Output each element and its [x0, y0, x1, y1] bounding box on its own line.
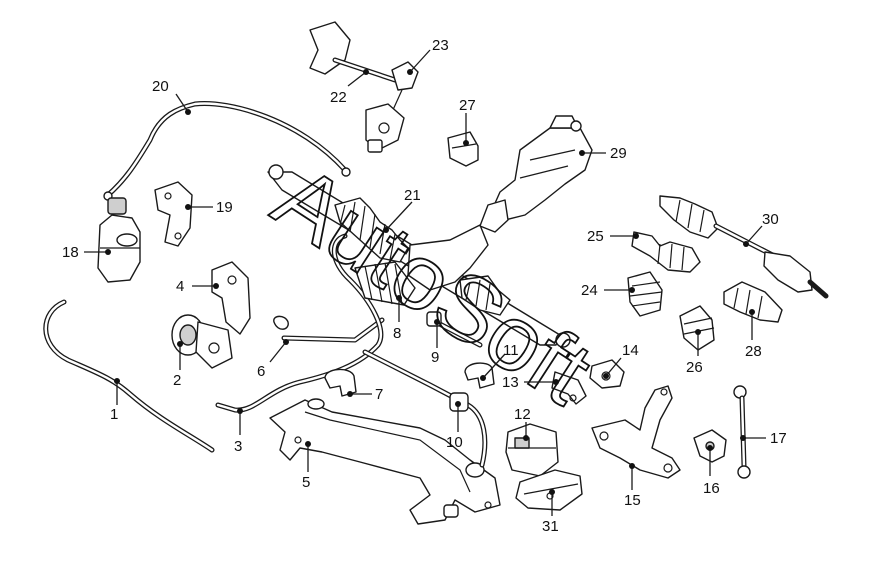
callout-4[interactable]: 4: [176, 278, 219, 295]
callout-8[interactable]: 8: [393, 295, 402, 342]
callout-label: 29: [610, 145, 627, 162]
callout-20[interactable]: 20: [152, 78, 191, 115]
callout-label: 16: [703, 480, 720, 497]
callout-label: 25: [587, 228, 604, 245]
callout-label: 3: [234, 438, 242, 455]
callout-label: 1: [110, 406, 118, 423]
callout-19[interactable]: 19: [185, 199, 233, 216]
steering-rack[interactable]: [267, 164, 571, 348]
anti-roll-bar[interactable]: [43, 299, 215, 453]
callout-3[interactable]: 3: [234, 408, 243, 455]
callout-18[interactable]: 18: [62, 244, 111, 261]
callout-label: 24: [581, 282, 598, 299]
callout-11[interactable]: 11: [480, 342, 519, 381]
front-subframe[interactable]: [269, 398, 501, 525]
callout-label: 28: [745, 343, 762, 360]
callout-24[interactable]: 24: [581, 282, 635, 299]
callout-label: 10: [446, 434, 463, 451]
callout-5[interactable]: 5: [302, 441, 311, 491]
callout-label: 23: [432, 37, 449, 54]
callout-label: 22: [330, 89, 347, 106]
callout-label: 18: [62, 244, 79, 261]
callout-27[interactable]: 27: [459, 97, 476, 146]
callout-17[interactable]: 17: [740, 430, 787, 447]
column-clamp[interactable]: [447, 131, 479, 167]
steering-column-shaft[interactable]: [309, 21, 419, 153]
subframe-mount[interactable]: [171, 314, 233, 369]
callout-1[interactable]: 1: [110, 378, 120, 423]
callout-label: 7: [375, 386, 383, 403]
callout-label: 12: [514, 406, 531, 423]
reservoir-bracket[interactable]: [154, 181, 193, 247]
bar-clamp[interactable]: [324, 368, 357, 397]
callout-label: 6: [257, 363, 265, 380]
callout-label: 9: [431, 349, 439, 366]
callout-label: 20: [152, 78, 169, 95]
callout-14[interactable]: 14: [603, 342, 639, 379]
callout-13[interactable]: 13: [502, 374, 559, 391]
callout-label: 13: [502, 374, 519, 391]
callout-16[interactable]: 16: [703, 445, 720, 497]
callout-31[interactable]: 31: [542, 489, 559, 535]
rack-boot[interactable]: [354, 261, 416, 306]
module-bracket[interactable]: [515, 469, 583, 511]
callout-9[interactable]: 9: [431, 319, 440, 366]
cv-boot-inner[interactable]: [627, 271, 663, 317]
callout-label: 31: [542, 518, 559, 535]
callout-label: 15: [624, 492, 641, 509]
callout-30[interactable]: 30: [743, 211, 779, 247]
callout-label: 27: [459, 97, 476, 114]
link-rod[interactable]: [273, 315, 385, 343]
driveshaft-short[interactable]: [631, 231, 701, 273]
callout-15[interactable]: 15: [624, 463, 641, 509]
callout-label: 11: [503, 342, 519, 359]
callout-label: 19: [216, 199, 233, 216]
callout-25[interactable]: 25: [587, 228, 639, 245]
callout-label: 14: [622, 342, 639, 359]
callout-label: 17: [770, 430, 787, 447]
mounting-bracket[interactable]: [211, 261, 251, 335]
lower-control-arm[interactable]: [591, 385, 681, 479]
callout-label: 4: [176, 278, 184, 295]
callout-label: 8: [393, 325, 401, 342]
fluid-reservoir[interactable]: [97, 197, 141, 283]
callout-29[interactable]: 29: [579, 145, 627, 162]
callout-label: 26: [686, 359, 703, 376]
tie-rod-end[interactable]: [551, 371, 587, 405]
callout-21[interactable]: 21: [383, 187, 421, 233]
cv-boot-joint[interactable]: [723, 281, 783, 323]
tie-rod[interactable]: [426, 311, 483, 348]
callout-12[interactable]: 12: [514, 406, 531, 441]
callout-28[interactable]: 28: [745, 309, 762, 360]
callout-6[interactable]: 6: [257, 339, 289, 380]
steering-column[interactable]: [479, 115, 593, 233]
anti-roll-bar-bush[interactable]: [362, 349, 488, 468]
callout-22[interactable]: 22: [330, 69, 369, 106]
cv-boot-outer[interactable]: [679, 305, 715, 351]
driveshaft-long[interactable]: [659, 195, 829, 299]
control-module[interactable]: [505, 423, 559, 477]
stabilizer-link[interactable]: [733, 385, 751, 479]
callout-label: 21: [404, 187, 421, 204]
return-hose[interactable]: [215, 233, 384, 413]
callout-label: 5: [302, 474, 310, 491]
callout-26[interactable]: 26: [686, 329, 703, 376]
callout-label: 2: [173, 372, 181, 389]
callout-23[interactable]: 23: [407, 37, 449, 75]
callout-2[interactable]: 2: [173, 341, 183, 389]
callout-7[interactable]: 7: [347, 386, 383, 403]
callout-10[interactable]: 10: [446, 401, 463, 451]
bush-clamp[interactable]: [464, 362, 495, 389]
callout-label: 30: [762, 211, 779, 228]
